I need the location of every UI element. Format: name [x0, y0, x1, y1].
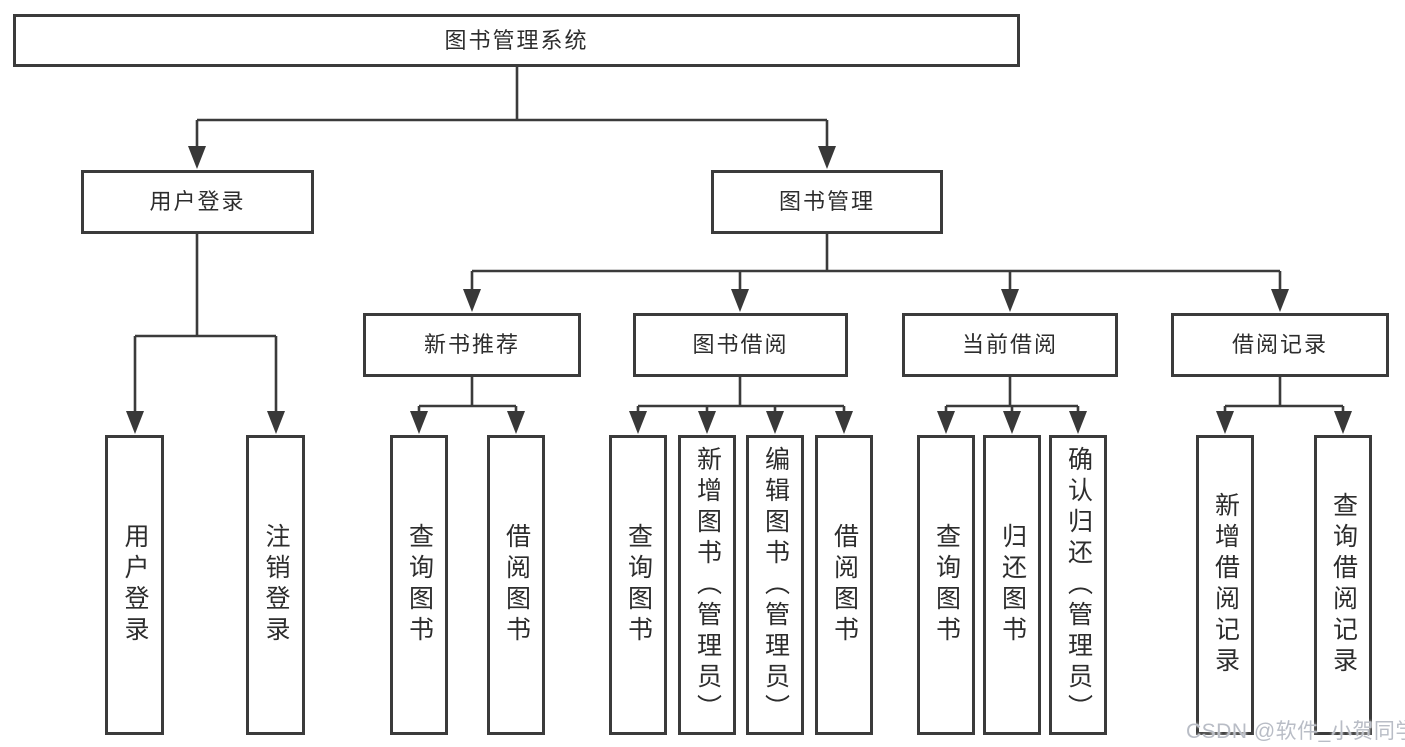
leaf-add-book-admin: 新增图书（管理员） [678, 435, 736, 735]
node-user-login: 用户登录 [81, 170, 314, 234]
leaf-edit-book-admin-label: 编辑图书（管理员） [761, 445, 790, 725]
leaf-confirm-return-admin: 确认归还（管理员） [1049, 435, 1107, 735]
node-new-book-recommend-label: 新书推荐 [423, 332, 520, 357]
csdn-watermark: CSDN @软件_小贺同学 [1186, 720, 1405, 743]
leaf-query-books-recommend: 查询图书 [390, 435, 448, 735]
leaf-add-borrow-record-label: 新增借阅记录 [1211, 492, 1240, 678]
node-book-management-label: 图书管理 [778, 189, 875, 214]
node-book-borrow: 图书借阅 [633, 313, 848, 377]
leaf-confirm-return-admin-label: 确认归还（管理员） [1064, 445, 1093, 725]
leaf-edit-book-admin: 编辑图书（管理员） [746, 435, 804, 735]
leaf-borrow-books: 借阅图书 [815, 435, 873, 735]
node-borrow-records-label: 借阅记录 [1231, 332, 1328, 357]
leaf-query-books-current-label: 查询图书 [932, 523, 961, 647]
leaf-add-book-admin-label: 新增图书（管理员） [693, 445, 722, 725]
leaf-user-login: 用户登录 [105, 435, 164, 735]
node-book-management: 图书管理 [711, 170, 943, 234]
leaf-borrow-books-recommend: 借阅图书 [487, 435, 545, 735]
node-new-book-recommend: 新书推荐 [363, 313, 581, 377]
leaf-add-borrow-record: 新增借阅记录 [1196, 435, 1254, 735]
leaf-query-books-current: 查询图书 [917, 435, 975, 735]
leaf-query-borrow-record: 查询借阅记录 [1314, 435, 1372, 735]
leaf-user-login-label: 用户登录 [121, 523, 149, 647]
node-root-label: 图书管理系统 [444, 27, 589, 53]
leaf-return-book: 归还图书 [983, 435, 1041, 735]
leaf-query-books-recommend-label: 查询图书 [405, 523, 434, 647]
leaf-return-book-label: 归还图书 [998, 523, 1027, 647]
leaf-logout-label: 注销登录 [262, 523, 290, 647]
node-root: 图书管理系统 [13, 14, 1020, 67]
leaf-query-books-borrow: 查询图书 [609, 435, 667, 735]
leaf-logout: 注销登录 [246, 435, 305, 735]
node-borrow-records: 借阅记录 [1171, 313, 1389, 377]
node-current-borrow: 当前借阅 [902, 313, 1118, 377]
leaf-query-borrow-record-label: 查询借阅记录 [1329, 492, 1358, 678]
node-user-login-label: 用户登录 [149, 189, 246, 214]
leaf-borrow-books-recommend-label: 借阅图书 [502, 523, 531, 647]
leaf-borrow-books-label: 借阅图书 [830, 523, 859, 647]
node-current-borrow-label: 当前借阅 [961, 332, 1058, 357]
node-book-borrow-label: 图书借阅 [692, 332, 789, 357]
leaf-query-books-borrow-label: 查询图书 [624, 523, 653, 647]
